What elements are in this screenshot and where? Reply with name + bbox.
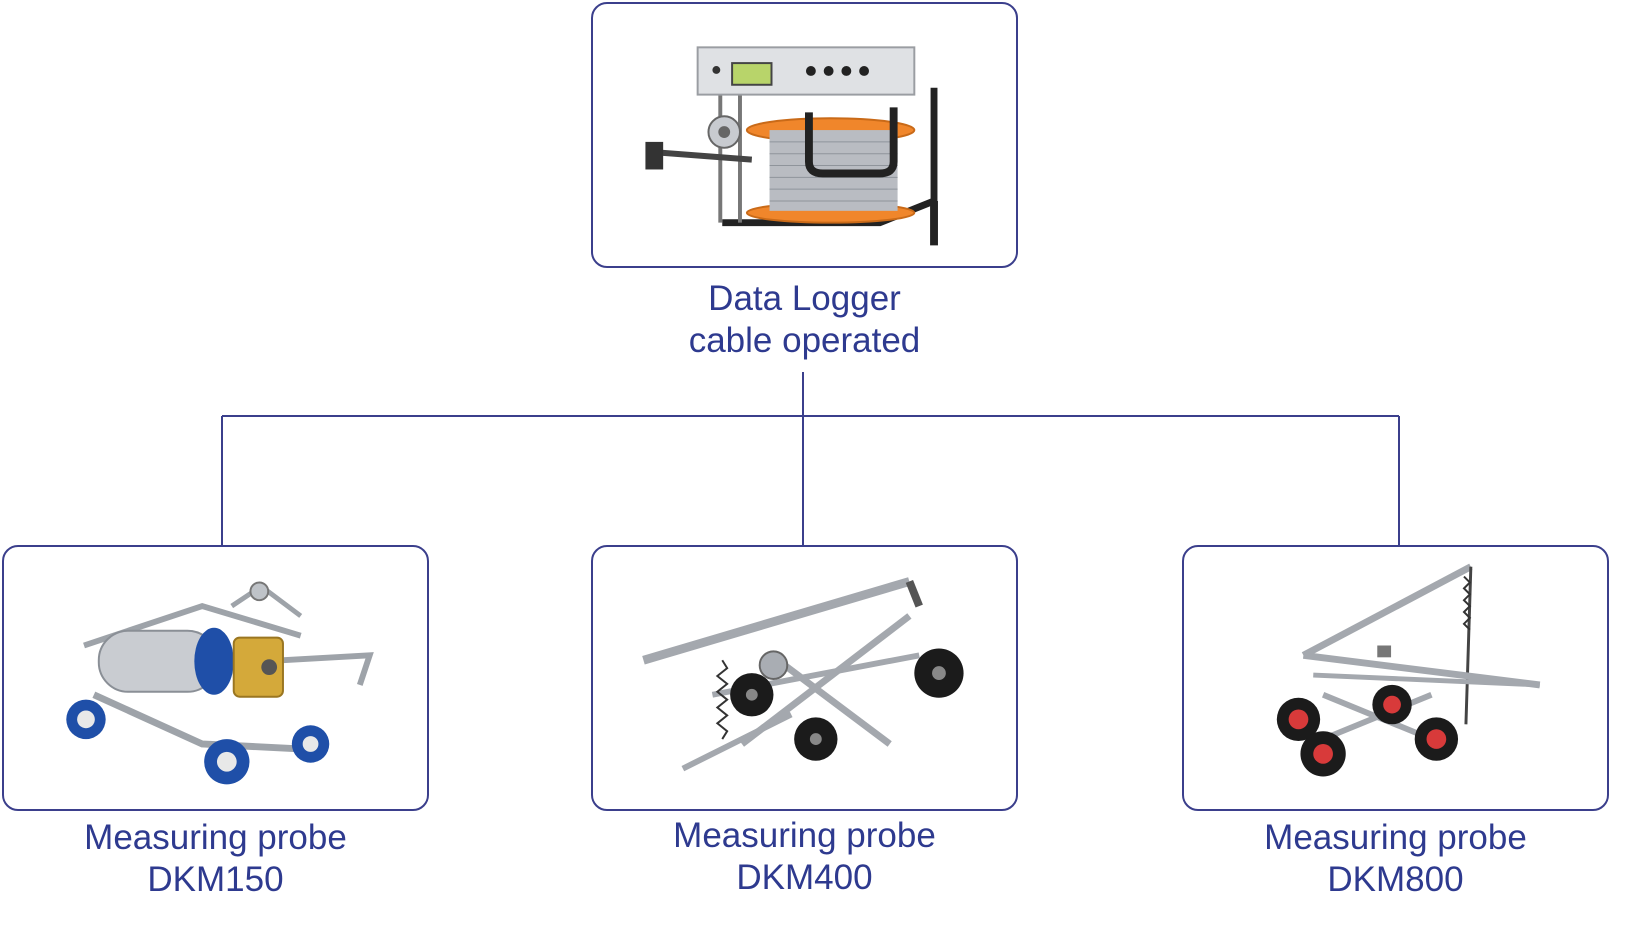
probe-dkm400-label: Measuring probe [673,816,936,855]
probe-dkm400-icon [642,577,964,772]
probe-dkm400-card [591,545,1018,811]
data-logger-subtitle: cable operated [688,321,921,360]
probe-dkm800-caption: Measuring probe DKM800 [1182,817,1609,901]
probe-dkm150-caption: Measuring probe DKM150 [2,817,429,901]
probe-dkm150-card [2,545,429,811]
probe-dkm800-label: Measuring probe [1264,818,1527,857]
probe-dkm400-model: DKM400 [736,858,873,897]
data-logger-caption: Data Logger cable operated [591,278,1018,362]
probe-dkm400-caption: Measuring probe DKM400 [591,815,1018,899]
data-logger-card [591,2,1018,268]
probe-dkm800-icon [1276,563,1541,777]
probe-dkm800-card [1182,545,1609,811]
probe-dkm150-label: Measuring probe [84,818,347,857]
probe-dkm150-icon [66,581,374,785]
probe-dkm150-model: DKM150 [147,860,284,899]
data-logger-cable-reel-icon [645,46,938,246]
probe-dkm800-model: DKM800 [1327,860,1464,899]
data-logger-title: Data Logger [708,279,901,318]
